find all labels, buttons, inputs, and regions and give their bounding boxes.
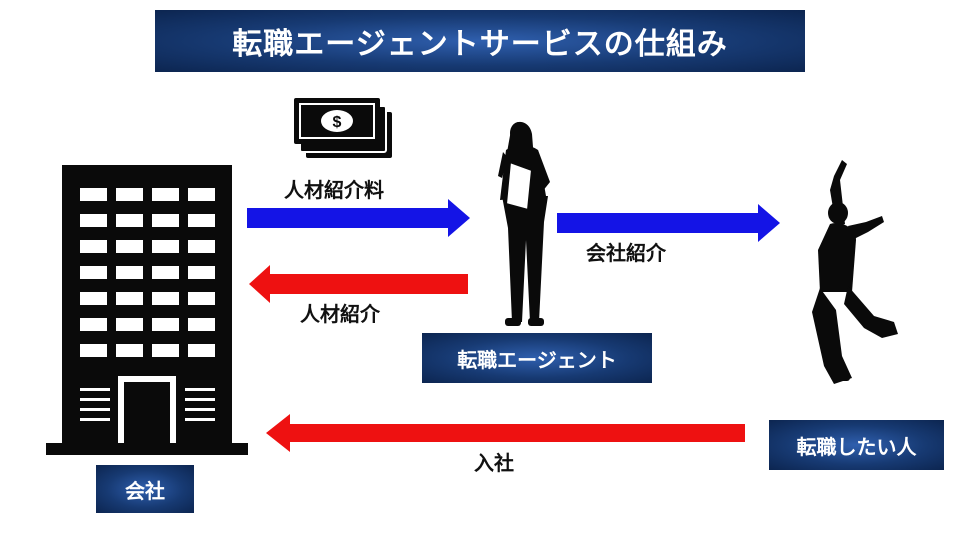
job-seeker-node-label: 転職したい人	[769, 420, 944, 470]
company-introduction-arrow	[557, 204, 780, 242]
office-building-icon	[46, 165, 248, 455]
money-stack-icon: $	[294, 98, 392, 158]
company-introduction-label: 会社紹介	[586, 241, 666, 265]
company-node-label: 会社	[96, 465, 194, 513]
agent-node-label: 転職エージェント	[422, 333, 652, 383]
svg-text:$: $	[333, 114, 342, 131]
agent-woman-icon	[498, 121, 550, 326]
joining-arrow	[266, 414, 745, 452]
placement-fee-label: 人材紹介料	[284, 178, 384, 202]
placement-fee-arrow	[247, 199, 470, 237]
diagram-title: 転職エージェントサービスの仕組み	[155, 10, 805, 72]
talent-introduction-arrow	[249, 265, 468, 303]
talent-introduction-label: 人材紹介	[300, 302, 380, 326]
joining-label: 入社	[474, 451, 514, 475]
jumping-person-icon	[812, 160, 898, 384]
